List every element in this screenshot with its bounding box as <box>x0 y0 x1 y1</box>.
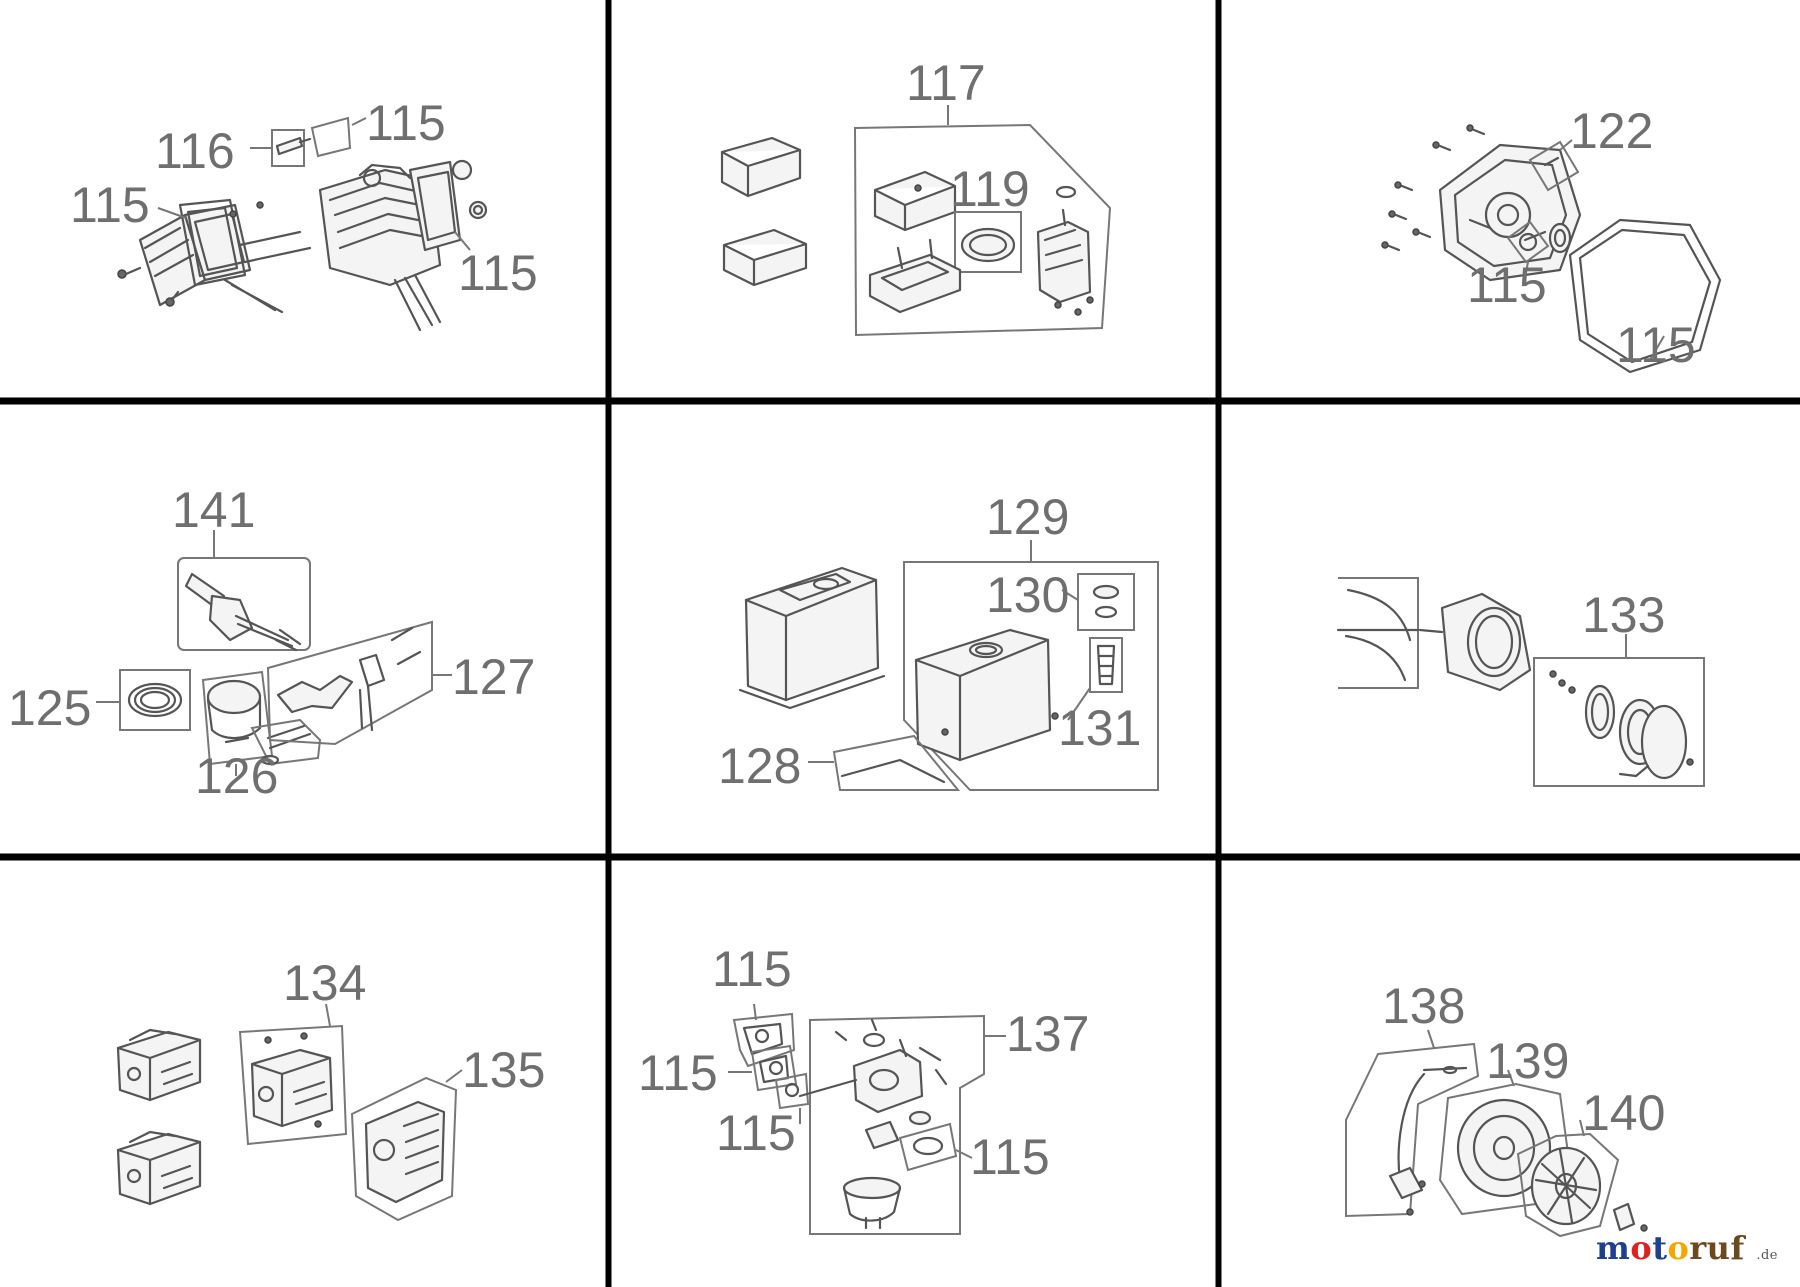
callout-133: 133 <box>1582 587 1665 643</box>
group-frame-137 <box>809 1014 985 1235</box>
group-frame-138 <box>1345 1042 1480 1218</box>
callout-130: 130 <box>986 567 1069 623</box>
cell-cylinder-head: 116 115 115 115 <box>70 95 538 332</box>
cylinder-head-illustration <box>318 160 462 332</box>
gasket-illustration <box>178 198 247 287</box>
callout-115-c: 115 <box>458 245 538 301</box>
group-frame-117 <box>853 123 1112 337</box>
ignition-coil-illustration <box>1388 1065 1468 1216</box>
callout-137: 137 <box>1006 1006 1089 1062</box>
callout-115-g: 115 <box>638 1045 718 1101</box>
group-frame-129 <box>903 561 1159 791</box>
recoil-starter-illustration <box>1549 670 1694 780</box>
group-frame-140 <box>1516 1132 1620 1238</box>
callout-119: 119 <box>950 161 1030 217</box>
spark-plug-illustration <box>271 129 312 167</box>
group-frame-130 <box>1077 573 1135 631</box>
crankshaft-illustration <box>184 572 302 652</box>
callout-125: 125 <box>8 680 91 736</box>
group-frame-125 <box>119 669 191 731</box>
cooling-fan-illustration <box>1530 1146 1602 1226</box>
callout-135: 135 <box>462 1042 545 1098</box>
group-frame-141 <box>177 557 311 651</box>
callout-115-h: 115 <box>716 1105 796 1161</box>
callout-129: 129 <box>986 489 1069 545</box>
group-frame-134 <box>238 1024 348 1146</box>
logo-wordmark: motoruf <box>1595 1229 1745 1267</box>
callout-122: 122 <box>1570 103 1653 159</box>
callout-115-e: 115 <box>1616 317 1696 373</box>
crankcase-gasket-illustration <box>1568 218 1722 374</box>
cell-fuel-tank: 129 130 131 128 <box>718 489 1159 794</box>
callout-140: 140 <box>1582 1085 1665 1141</box>
fan-housing-illustration <box>1418 592 1532 692</box>
cell-carburetor: 115 115 115 137 115 <box>638 941 1089 1235</box>
group-frame-131 <box>1089 637 1123 693</box>
valve-cover-illustration <box>117 203 252 307</box>
callout-128: 128 <box>718 738 801 794</box>
pushrod-illustration <box>223 230 312 314</box>
callout-116: 116 <box>155 123 235 179</box>
muffler-illustration <box>116 1028 202 1102</box>
callout-115-i: 115 <box>970 1129 1050 1185</box>
callout-131: 131 <box>1058 700 1141 756</box>
callout-115-a: 115 <box>366 95 446 151</box>
muffler-guard-illustration <box>364 1100 446 1204</box>
group-frame-133 <box>1533 657 1705 787</box>
callout-139: 139 <box>1486 1033 1569 1089</box>
bolts-illustration <box>1381 124 1486 252</box>
callout-141: 141 <box>172 482 255 538</box>
callout-127: 127 <box>452 649 535 705</box>
callout-138: 138 <box>1382 978 1465 1034</box>
callout-115-d: 115 <box>1467 257 1547 313</box>
cell-air-filter: 117 119 <box>720 55 1112 337</box>
group-frame-128 <box>832 734 961 791</box>
callout-134: 134 <box>283 955 366 1011</box>
flywheel-illustration <box>1456 1098 1552 1198</box>
muffler-illustration-2 <box>116 1130 202 1206</box>
muffler-assembly-illustration <box>250 1032 334 1128</box>
cell-ignition-flywheel: 138 139 140 <box>1345 978 1665 1238</box>
cell-crankshaft-piston: 141 125 126 127 <box>8 482 535 804</box>
cell-recoil-starter: 133 <box>1336 577 1705 787</box>
group-frame-135 <box>350 1076 458 1222</box>
carburetor-illustration <box>798 1018 948 1230</box>
callout-117: 117 <box>906 55 986 111</box>
callout-126: 126 <box>195 748 278 804</box>
fuel-tank-assembly-illustration <box>914 628 1059 762</box>
cell-muffler: 134 135 <box>116 955 545 1222</box>
logo-suffix: .de <box>1756 1248 1778 1263</box>
air-filter-cover-illustration <box>720 136 802 198</box>
callout-115-b: 115 <box>70 177 150 233</box>
motoruf-logo[interactable]: motoruf .de <box>1596 1229 1778 1267</box>
callout-115-f: 115 <box>712 941 792 997</box>
connecting-rod-illustration <box>276 626 422 732</box>
group-frame-127 <box>266 620 433 746</box>
cell-crankcase-cover: 122 115 115 <box>1381 103 1722 374</box>
fuel-tank-illustration <box>738 566 886 710</box>
air-filter-cover-illustration-2 <box>722 228 808 287</box>
